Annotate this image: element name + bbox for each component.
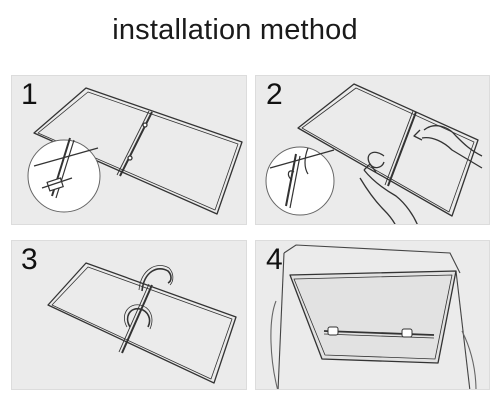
step-3-panel: 3 xyxy=(11,240,247,390)
detail-zoom-circle xyxy=(27,139,101,213)
step-1-illustration xyxy=(27,87,243,215)
step-number: 4 xyxy=(266,243,283,276)
step-2-panel: 2 xyxy=(255,75,490,225)
step-number: 1 xyxy=(21,78,38,111)
step-3-illustration xyxy=(47,262,237,384)
step-4-panel: 4 xyxy=(255,240,490,390)
step-1-panel: 1 xyxy=(11,75,247,225)
step-number: 2 xyxy=(266,78,283,111)
step-4-illustration xyxy=(270,244,477,389)
page-title: installation method xyxy=(112,14,358,46)
step-2-illustration xyxy=(265,83,483,224)
step-number: 3 xyxy=(21,243,38,276)
